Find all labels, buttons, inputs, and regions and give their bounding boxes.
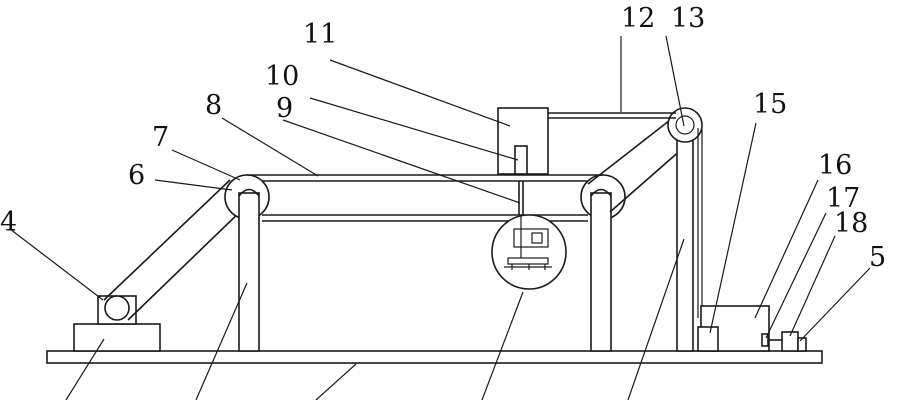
left-belt-upper: [103, 179, 231, 301]
leader-10: [309, 97, 519, 161]
leader-15: [709, 122, 757, 334]
label-13: 13: [671, 3, 705, 34]
leader-bottom-tower: [627, 238, 685, 400]
leader-bottom-left-post: [195, 282, 248, 400]
leader-bottom-base: [315, 363, 357, 400]
left-post: [238, 192, 260, 352]
drive-wheel: [104, 295, 130, 321]
leader-11: [329, 59, 511, 127]
detail-clamp: [513, 228, 549, 248]
leader-8: [221, 117, 319, 177]
leader-6: [154, 179, 233, 191]
leader-13: [665, 35, 685, 127]
left-belt-lower: [127, 206, 246, 321]
label-6: 6: [128, 160, 145, 191]
motor-box: [73, 323, 161, 352]
label-7: 7: [152, 122, 169, 153]
leader-bottom-motor: [65, 338, 105, 400]
label-15: 15: [753, 89, 787, 120]
label-17: 17: [826, 183, 860, 214]
tower-post: [676, 127, 694, 352]
label-5: 5: [869, 242, 886, 273]
label-4: 4: [0, 207, 17, 238]
label-11: 11: [303, 19, 337, 50]
top-pulley: [667, 107, 703, 143]
leader-5: [799, 267, 871, 342]
leader-17: [765, 212, 827, 339]
counterweight: [697, 326, 719, 352]
label-8: 8: [205, 90, 222, 121]
right-post-cap: [590, 188, 612, 197]
leader-4: [9, 228, 104, 301]
right-post: [590, 192, 612, 352]
label-12: 12: [621, 3, 655, 34]
connector-collar: [761, 333, 769, 347]
leader-7: [171, 149, 241, 181]
end-stop: [797, 337, 807, 352]
detail-plate: [507, 257, 549, 265]
leader-16: [754, 179, 819, 319]
leader-9: [282, 119, 521, 204]
label-16: 16: [818, 150, 852, 181]
top-pulley-hub: [675, 115, 695, 135]
leader-18: [789, 235, 836, 337]
left-post-cap: [238, 188, 260, 197]
detail-circle: [491, 214, 567, 290]
right-belt-upper: [587, 116, 675, 185]
base-plate: [46, 350, 823, 364]
label-10: 10: [265, 61, 299, 92]
label-18: 18: [834, 208, 868, 239]
label-9: 9: [276, 93, 293, 124]
carriage-slider: [514, 145, 528, 175]
detail-clamp-screw: [531, 232, 543, 244]
leader-bottom-detail: [481, 291, 524, 400]
